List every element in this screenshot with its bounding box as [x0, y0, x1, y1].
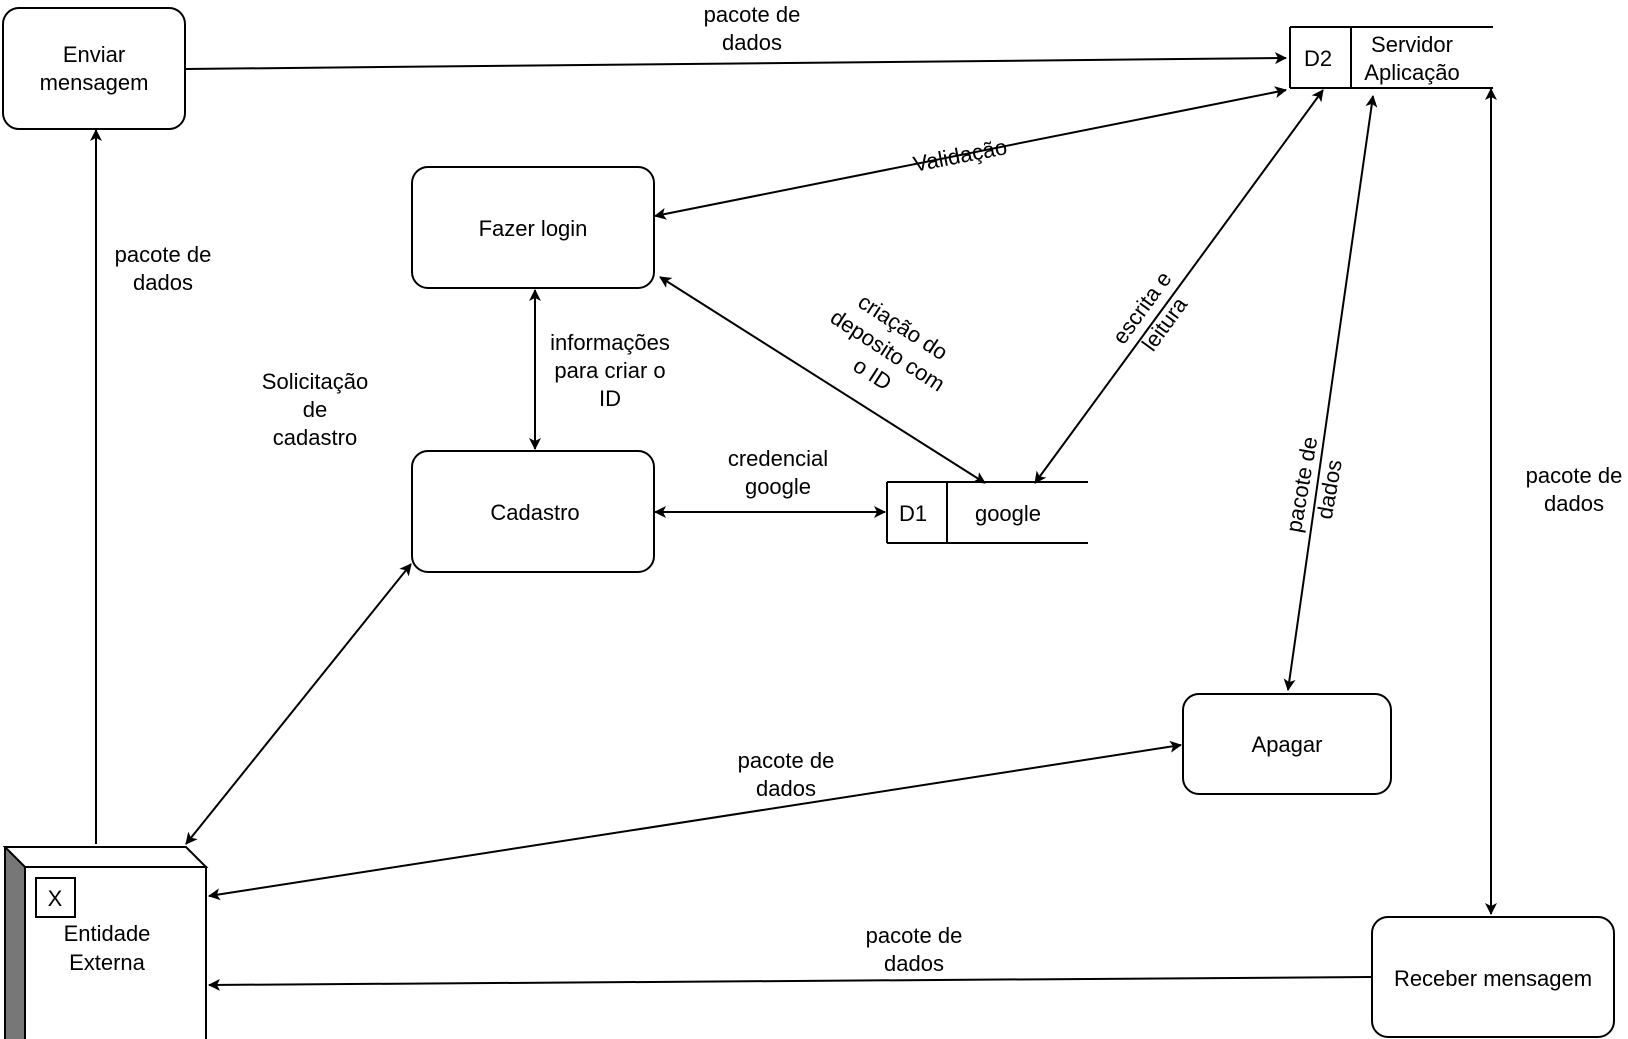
- label-line: informações: [550, 330, 670, 355]
- label-line: dados: [133, 270, 193, 295]
- label-line: dados: [722, 30, 782, 55]
- flow-servidor-apagar: [1283, 95, 1378, 691]
- label-servidor-receber: pacote de dados: [1526, 463, 1623, 516]
- label-line: google: [745, 474, 811, 499]
- process-apagar-label: Apagar: [1252, 732, 1323, 757]
- label-escrita-leitura: escrita e leitura: [1107, 267, 1192, 356]
- label-entity-to-enviar: pacote de dados: [115, 242, 212, 295]
- store-d2-servidor-aplicacao: D2 Servidor Aplicação: [1289, 26, 1493, 89]
- label-line: pacote de: [1526, 463, 1623, 488]
- label-line: pacote de: [1281, 435, 1322, 535]
- label-line: para criar o: [554, 358, 665, 383]
- external-entity: X Entidade Externa: [2, 846, 209, 1039]
- process-login-label: Fazer login: [479, 216, 588, 241]
- label-line: ID: [599, 386, 621, 411]
- process-apagar: Apagar: [1182, 693, 1392, 795]
- store-d2-name-1: Servidor: [1371, 32, 1453, 57]
- entity-marker-box: [35, 877, 76, 918]
- process-fazer-login: Fazer login: [411, 166, 655, 289]
- label-line: dados: [1544, 491, 1604, 516]
- flow-entity-apagar: [208, 740, 1182, 901]
- label-validacao: Validação: [911, 134, 1009, 177]
- process-receber-mensagem: Receber mensagem: [1371, 916, 1615, 1038]
- flow-solicitacao-cadastro: [185, 563, 412, 845]
- store-d1-name: google: [975, 501, 1041, 526]
- label-credencial-google: credencial google: [728, 446, 828, 499]
- process-enviar-label-1: Enviar: [63, 42, 125, 67]
- label-line: pacote de: [704, 2, 801, 27]
- flow-enviar-to-servidor: [185, 52, 1287, 70]
- label-line: pacote de: [738, 748, 835, 773]
- label-line: pacote de: [866, 923, 963, 948]
- label-servidor-apagar: pacote de dados: [1281, 435, 1347, 535]
- label-line: dados: [756, 776, 816, 801]
- flow-criacao-deposito: [659, 276, 986, 484]
- label-entity-apagar: pacote de dados: [738, 748, 835, 801]
- label-enviar-to-servidor: pacote de dados: [704, 2, 801, 55]
- label-receber-to-entity: pacote de dados: [866, 923, 963, 976]
- entity-label-2: Externa: [69, 950, 146, 975]
- store-d2-name-2: Aplicação: [1364, 60, 1459, 85]
- process-enviar-label-2: mensagem: [40, 70, 149, 95]
- store-d1-google: D1 google: [886, 481, 1088, 544]
- entity-marker: X: [48, 886, 63, 911]
- entity-label-1: Entidade: [64, 921, 151, 946]
- label-line: cadastro: [273, 425, 357, 450]
- label-criacao-deposito: criação do deposito com o ID: [826, 289, 952, 397]
- flow-escrita-leitura: [1034, 89, 1324, 484]
- process-cadastro-label: Cadastro: [490, 500, 579, 525]
- label-line: de: [303, 397, 327, 422]
- label-line: dados: [884, 951, 944, 976]
- process-receber-label: Receber mensagem: [1394, 966, 1592, 991]
- label-line: Solicitação: [262, 369, 368, 394]
- store-d2-id: D2: [1304, 46, 1332, 71]
- label-line: credencial: [728, 446, 828, 471]
- process-enviar-mensagem: Enviar mensagem: [2, 7, 186, 130]
- label-solicitacao-cadastro: Solicitação de cadastro: [262, 369, 368, 450]
- store-d1-id: D1: [899, 501, 927, 526]
- label-login-cadastro: informações para criar o ID: [550, 330, 670, 411]
- process-cadastro: Cadastro: [411, 450, 655, 573]
- flow-receber-to-entity: [208, 976, 1372, 991]
- label-line: pacote de: [115, 242, 212, 267]
